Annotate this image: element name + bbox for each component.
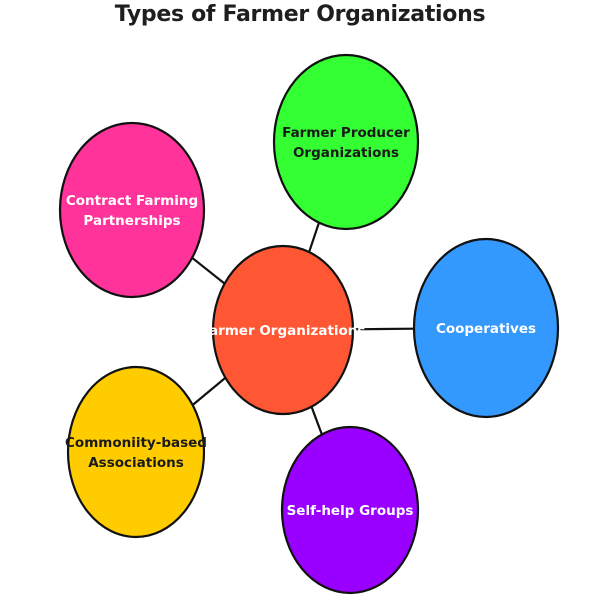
node-cba-label-line: Associations xyxy=(88,455,184,471)
connector-cba xyxy=(191,376,227,406)
node-coop-label: Cooperatives xyxy=(436,321,536,337)
node-coop-label-line: Cooperatives xyxy=(436,321,536,337)
node-fpo-label-line: Organizations xyxy=(293,145,399,161)
node-cba-circle xyxy=(66,365,206,539)
connector-shg xyxy=(310,406,323,435)
diagram-title: Types of Farmer Organizations xyxy=(114,2,486,27)
node-fpo-circle xyxy=(272,53,420,231)
connector-coop xyxy=(352,327,415,331)
node-coop-circle xyxy=(412,237,560,419)
node-shg: Self-help Groups xyxy=(280,425,420,595)
connector-fpo xyxy=(308,222,321,253)
node-shg-label: Self-help Groups xyxy=(287,503,414,519)
node-shg-label-line: Self-help Groups xyxy=(287,503,414,519)
center-node-circle xyxy=(211,244,355,416)
connectors xyxy=(191,222,415,435)
node-shg-circle xyxy=(280,425,420,595)
node-cfp-label-line: Partnerships xyxy=(83,213,180,229)
center-node-label: Farmer Organizations xyxy=(201,323,366,339)
node-fpo-label-line: Farmer Producer xyxy=(282,125,410,141)
center-node: Farmer Organizations xyxy=(201,244,366,416)
node-cfp-label-line: Contract Farming xyxy=(66,193,198,209)
node-cfp-circle xyxy=(58,121,206,299)
connector-cfp xyxy=(191,256,226,285)
node-coop: Cooperatives xyxy=(412,237,560,419)
center-node-label-line: Farmer Organizations xyxy=(201,323,366,339)
node-cba-label-line: Commoniity-based xyxy=(65,435,207,451)
